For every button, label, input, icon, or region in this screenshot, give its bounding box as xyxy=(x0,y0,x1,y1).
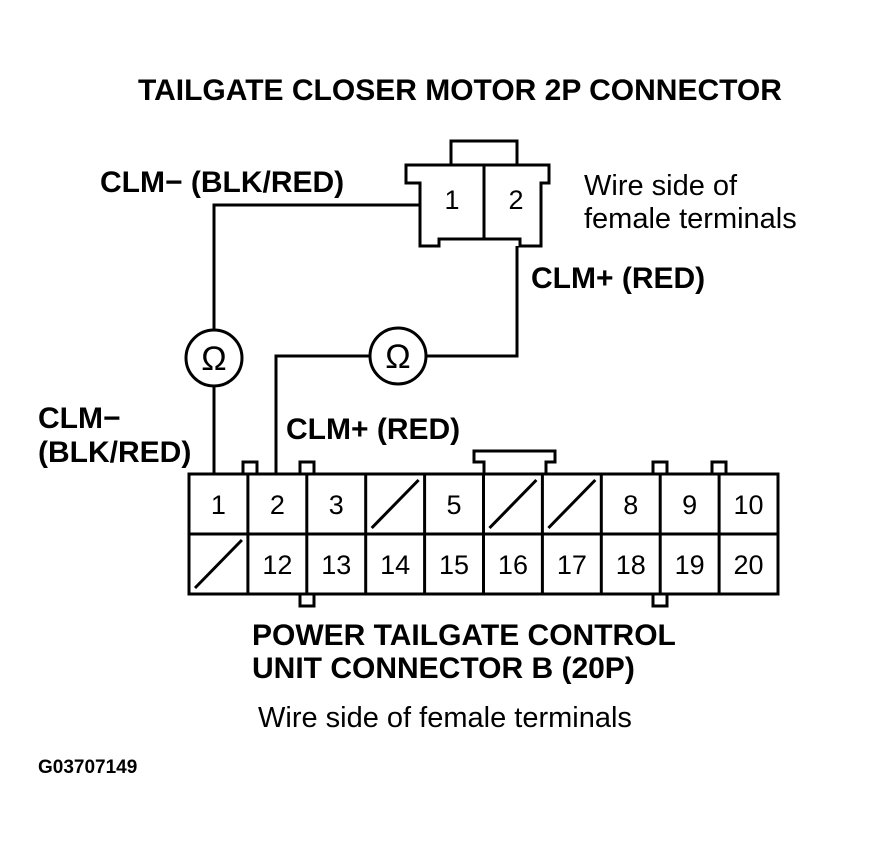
terminal-14: 14 xyxy=(380,550,410,580)
terminal-1: 1 xyxy=(211,490,226,520)
terminal-8: 8 xyxy=(623,490,638,520)
clm-plus-top-label: CLM+ (RED) xyxy=(531,262,705,295)
terminal-20: 20 xyxy=(734,550,764,580)
motor-side-note-line1: Wire side of xyxy=(584,170,738,202)
unused-terminal-slash xyxy=(488,478,538,530)
terminal-15: 15 xyxy=(439,550,469,580)
clm-minus-left-label-line2: (BLK/RED) xyxy=(38,436,191,469)
clm-plus-mid-label: CLM+ (RED) xyxy=(286,413,460,446)
control-unit-title-line2: UNIT CONNECTOR B (20P) xyxy=(252,652,635,685)
terminal-17: 17 xyxy=(557,550,587,580)
control-unit-side-note: Wire side of female terminals xyxy=(258,702,632,734)
terminal-2: 2 xyxy=(270,490,285,520)
unused-terminal-slash xyxy=(547,478,597,530)
terminal-12: 12 xyxy=(262,550,292,580)
ohm-symbol-right: Ω xyxy=(385,338,410,376)
terminal-16: 16 xyxy=(498,550,528,580)
wire-clm-plus xyxy=(274,246,519,474)
terminal-9: 9 xyxy=(682,490,697,520)
motor-connector-title: TAILGATE CLOSER MOTOR 2P CONNECTOR xyxy=(138,74,782,107)
motor-side-note-line2: female terminals xyxy=(584,203,797,235)
terminal-19: 19 xyxy=(675,550,705,580)
motor-pin-1: 1 xyxy=(444,185,459,215)
terminal-18: 18 xyxy=(616,550,646,580)
clm-minus-top-label: CLM− (BLK/RED) xyxy=(100,166,344,199)
wire-clm-minus xyxy=(212,203,420,474)
terminal-13: 13 xyxy=(321,550,351,580)
ohmmeter-left: Ω xyxy=(184,328,244,388)
unused-terminal-slash xyxy=(193,538,243,590)
ohm-symbol-left: Ω xyxy=(201,340,226,378)
terminal-10: 10 xyxy=(734,490,764,520)
connector-dividers xyxy=(246,474,721,594)
motor-2p-connector: 1 2 xyxy=(404,139,551,248)
clm-minus-left-label-line1: CLM− xyxy=(38,402,121,435)
unused-terminal-slash xyxy=(370,478,420,530)
control-unit-title-line1: POWER TAILGATE CONTROL xyxy=(252,619,676,652)
motor-pin-2: 2 xyxy=(508,185,523,215)
ohmmeter-right: Ω xyxy=(368,326,428,386)
figure-code: G03707149 xyxy=(38,757,137,778)
terminal-3: 3 xyxy=(329,490,344,520)
terminal-5: 5 xyxy=(447,490,462,520)
